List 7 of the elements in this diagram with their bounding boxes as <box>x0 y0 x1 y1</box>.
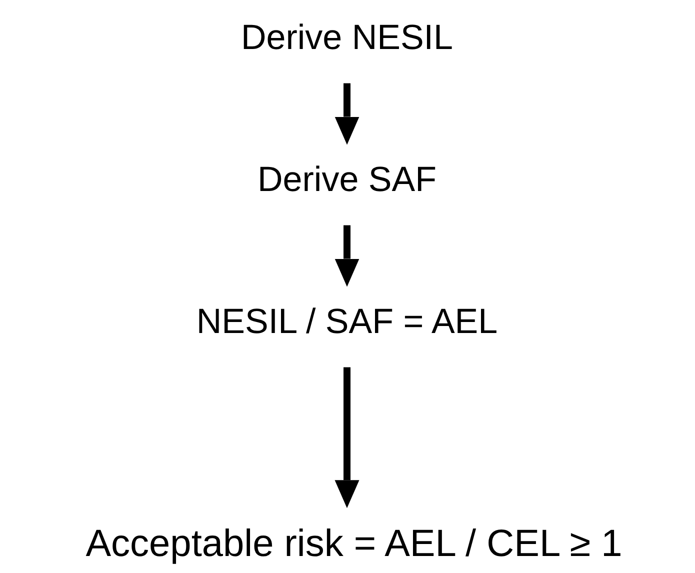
node-text: Derive SAF <box>258 160 436 200</box>
arrow <box>334 225 360 287</box>
node-text: Acceptable risk = AEL / CEL ≥ 1 <box>86 524 622 566</box>
node-text: Derive NESIL <box>240 18 454 58</box>
node-text: NESIL / SAF = AEL <box>196 302 498 342</box>
arrow <box>334 83 360 145</box>
arrow <box>334 367 360 508</box>
